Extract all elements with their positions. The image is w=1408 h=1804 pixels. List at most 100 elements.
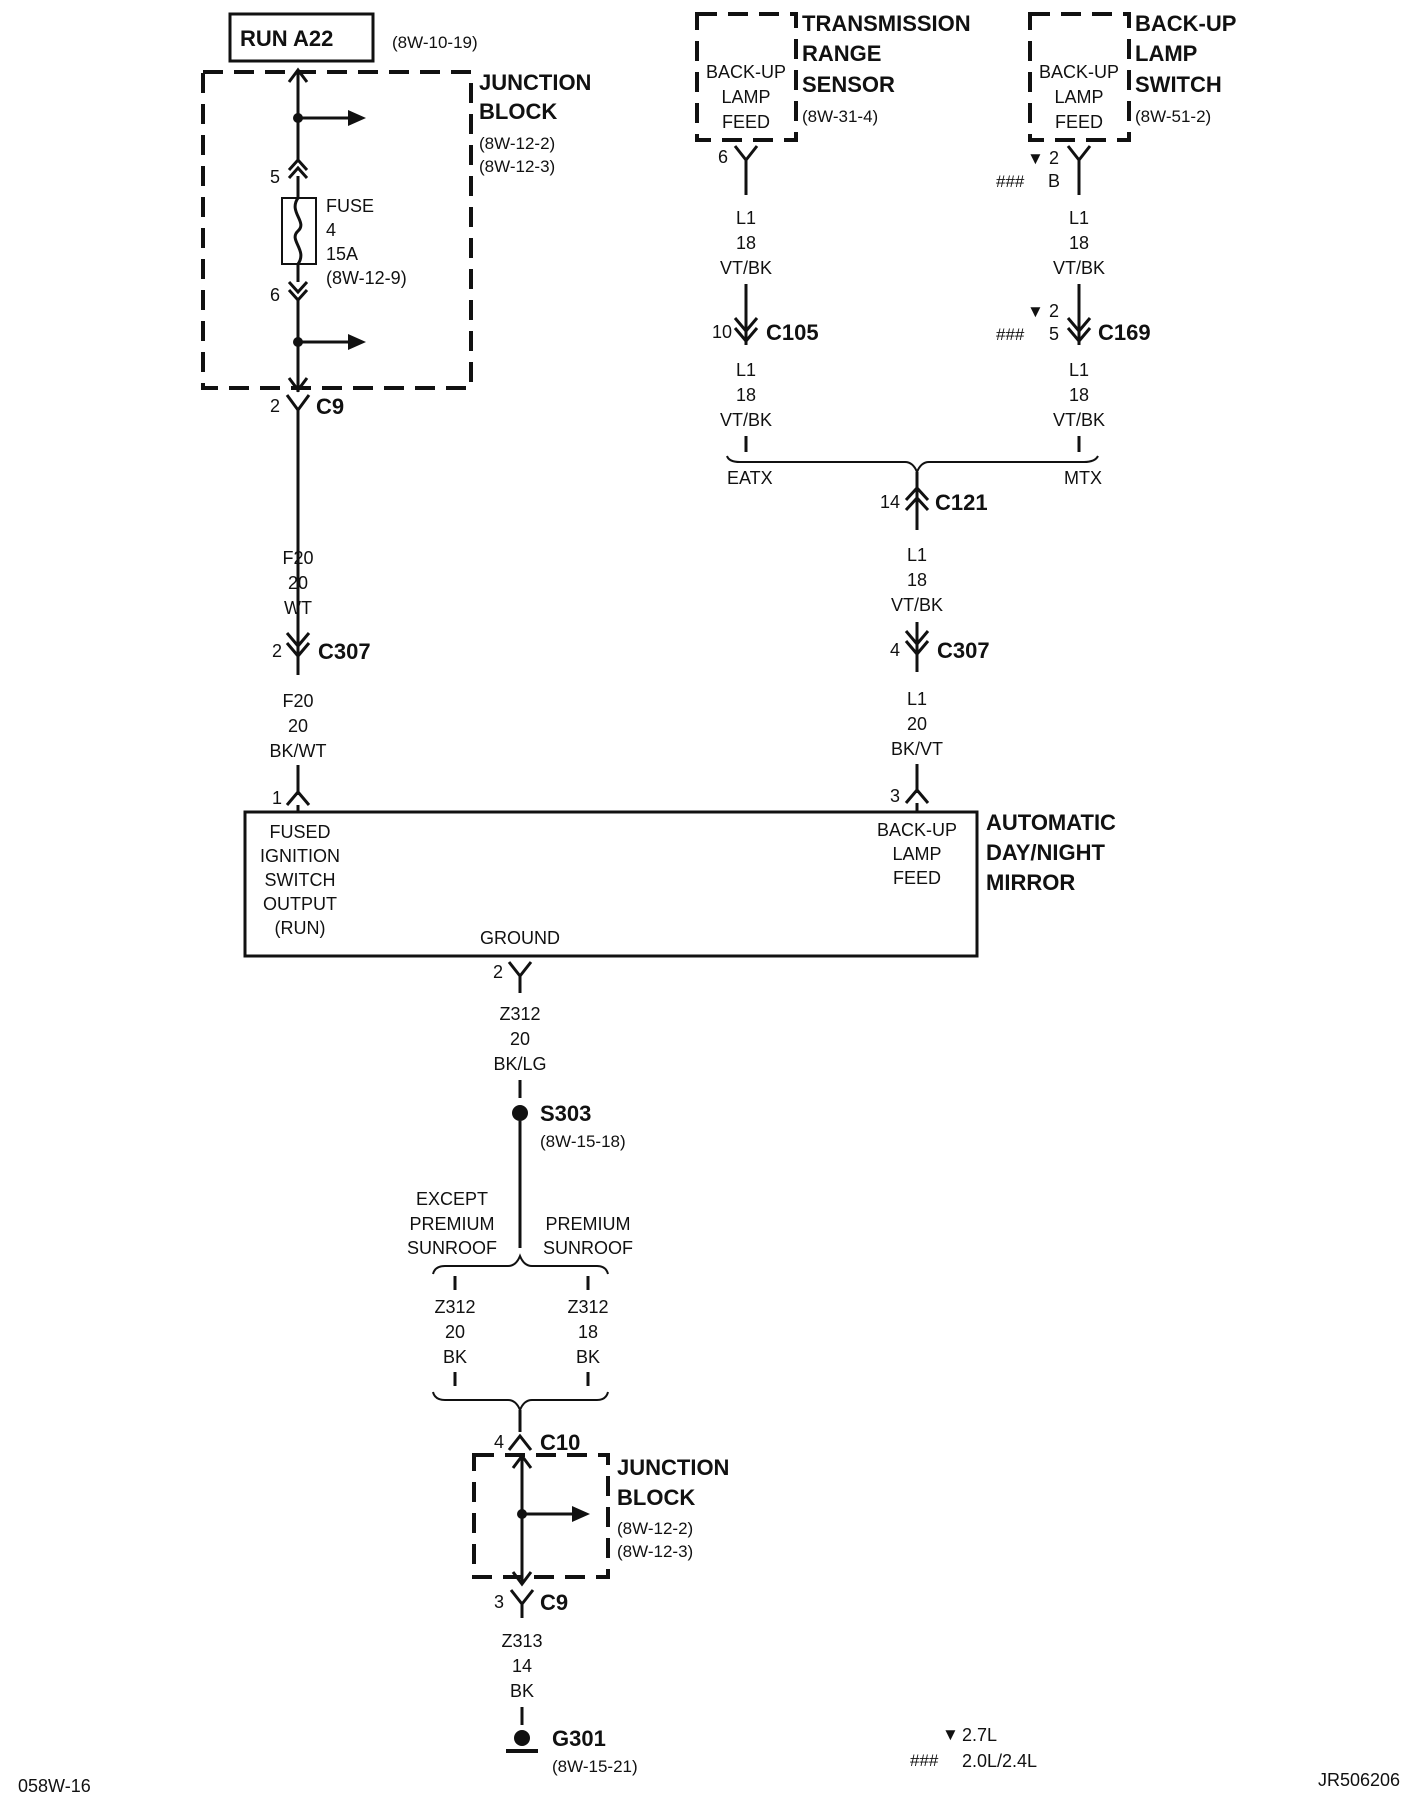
bls-inner-1: BACK-UP: [1039, 62, 1119, 82]
bls-tri-mark: ▼: [1027, 149, 1044, 168]
bls-ref: (8W-51-2): [1135, 107, 1211, 126]
c169-pin-27: 2: [1049, 301, 1059, 321]
run-a22-ref: (8W-10-19): [392, 33, 478, 52]
wire-label: VT/BK: [720, 258, 772, 278]
fuse-pin-in: 5: [270, 167, 280, 187]
bls-pin-20: B: [1048, 171, 1060, 191]
wire-label: L1: [907, 689, 927, 709]
wire-label: 18: [578, 1322, 598, 1342]
footer-figure-id: 058W-16: [18, 1776, 91, 1796]
c307-right-name: C307: [937, 638, 990, 663]
g301-name: G301: [552, 1726, 606, 1751]
wire-label: L1: [736, 360, 756, 380]
wire-label: L1: [736, 208, 756, 228]
wire-label: L1: [907, 545, 927, 565]
c169-tri-mark: ▼: [1027, 302, 1044, 321]
legend-text-2: 2.0L/2.4L: [962, 1751, 1037, 1771]
junction-block-bottom: JUNCTION BLOCK (8W-12-2) (8W-12-3): [472, 1453, 729, 1587]
sunroof-brace-top: [432, 1253, 609, 1275]
eatx-label: EATX: [727, 468, 773, 488]
c105-name: C105: [766, 320, 819, 345]
wire-label: 20: [288, 573, 308, 593]
wire-label: VT/BK: [720, 410, 772, 430]
mirror-fused-5: (RUN): [275, 918, 326, 938]
except-line-2: PREMIUM: [410, 1214, 495, 1234]
wire-label: L1: [1069, 208, 1089, 228]
premium-line-1: PREMIUM: [546, 1214, 631, 1234]
junction-block-bottom-title-1: JUNCTION: [617, 1455, 729, 1480]
run-a22-box: RUN A22 (8W-10-19): [228, 12, 478, 63]
trs-title-3: SENSOR: [802, 72, 895, 97]
except-line-3: SUNROOF: [407, 1238, 497, 1258]
s303-name: S303: [540, 1101, 591, 1126]
wire-label: BK/VT: [891, 739, 943, 759]
wire-label: 20: [510, 1029, 530, 1049]
c169-pin-20: 5: [1049, 324, 1059, 344]
wire-label: VT/BK: [1053, 258, 1105, 278]
mirror-title-1: AUTOMATIC: [986, 810, 1116, 835]
ground-icon: [514, 1730, 530, 1746]
junction-block-bottom-title-2: BLOCK: [617, 1485, 695, 1510]
wire-label: 18: [907, 570, 927, 590]
premium-line-2: SUNROOF: [543, 1238, 633, 1258]
bls-inner-3: FEED: [1055, 112, 1103, 132]
wire-l1-bls-a: L1 18 VT/BK: [1053, 208, 1105, 278]
mtx-label: MTX: [1064, 468, 1102, 488]
c10-pin: 4: [494, 1432, 504, 1452]
except-line-1: EXCEPT: [416, 1189, 488, 1209]
eatx-mtx-brace: EATX MTX: [726, 455, 1102, 488]
splice-s303: S303 (8W-15-18): [512, 1101, 626, 1248]
legend: ▼ 2.7L ### 2.0L/2.4L: [910, 1725, 1037, 1771]
connector-c169: ▼ 2 ### 5 C169: [996, 284, 1151, 345]
c9-bottom-pin: 3: [494, 1592, 504, 1612]
wire-label: Z312: [567, 1297, 608, 1317]
run-a22-label: RUN A22: [240, 26, 333, 51]
mirror-fused-3: SWITCH: [265, 870, 336, 890]
connector-c307-right: 4 C307: [890, 622, 990, 672]
mirror-pin-3: 3: [890, 786, 900, 806]
connector-c307-left: 2 C307: [272, 628, 371, 675]
transmission-range-sensor: BACK-UP LAMP FEED TRANSMISSION RANGE SEN…: [695, 11, 971, 195]
trs-ref: (8W-31-4): [802, 107, 878, 126]
wire-label: 14: [512, 1656, 532, 1676]
wire-label: BK: [510, 1681, 534, 1701]
junction-block-top-title-1: JUNCTION: [479, 70, 591, 95]
ground-g301: G301 (8W-15-21): [506, 1726, 638, 1776]
fuse-label: FUSE: [326, 196, 374, 216]
trs-inner-2: LAMP: [721, 87, 770, 107]
fuse-rating: 15A: [326, 244, 358, 264]
junction-block-top-ref-1: (8W-12-2): [479, 134, 555, 153]
wire-f20-lower: F20 20 BK/WT: [270, 691, 327, 812]
wire-label: 20: [288, 716, 308, 736]
arrow-right-icon: [348, 110, 366, 126]
wire-l1-bls-b: L1 18 VT/BK: [1053, 360, 1105, 452]
c9-top-name: C9: [316, 394, 344, 419]
bls-title-2: LAMP: [1135, 41, 1197, 66]
wire-l1-trs-b: L1 18 VT/BK: [720, 360, 772, 452]
connector-c9-top: 2 C9: [270, 394, 344, 628]
sunroof-brace-bottom: [432, 1391, 609, 1413]
mirror-fused-4: OUTPUT: [263, 894, 337, 914]
c169-name: C169: [1098, 320, 1151, 345]
wire-label: L1: [1069, 360, 1089, 380]
wire-label: Z312: [499, 1004, 540, 1024]
fuse-number: 4: [326, 220, 336, 240]
left-feed-wire: 5 6 FUSE 4 15A (8W-12-9): [270, 67, 407, 393]
wire-label: 18: [1069, 385, 1089, 405]
wire-label: BK/WT: [270, 741, 327, 761]
trs-pin: 6: [718, 147, 728, 167]
connector-c9-bottom: 3 C9: [494, 1589, 568, 1618]
wire-label: F20: [282, 548, 313, 568]
wire-label: 20: [907, 714, 927, 734]
mirror-feed-1: BACK-UP: [877, 820, 957, 840]
trs-inner-1: BACK-UP: [706, 62, 786, 82]
trs-title-2: RANGE: [802, 41, 881, 66]
legend-text-1: 2.7L: [962, 1725, 997, 1745]
connector-c10: 4 C10: [494, 1410, 580, 1455]
wire-label: BK: [576, 1347, 600, 1367]
wire-label: 18: [736, 385, 756, 405]
bls-hash-mark: ###: [996, 172, 1025, 191]
bls-inner-2: LAMP: [1054, 87, 1103, 107]
mirror-pin-2: 2: [493, 962, 503, 982]
wire-label: 20: [445, 1322, 465, 1342]
